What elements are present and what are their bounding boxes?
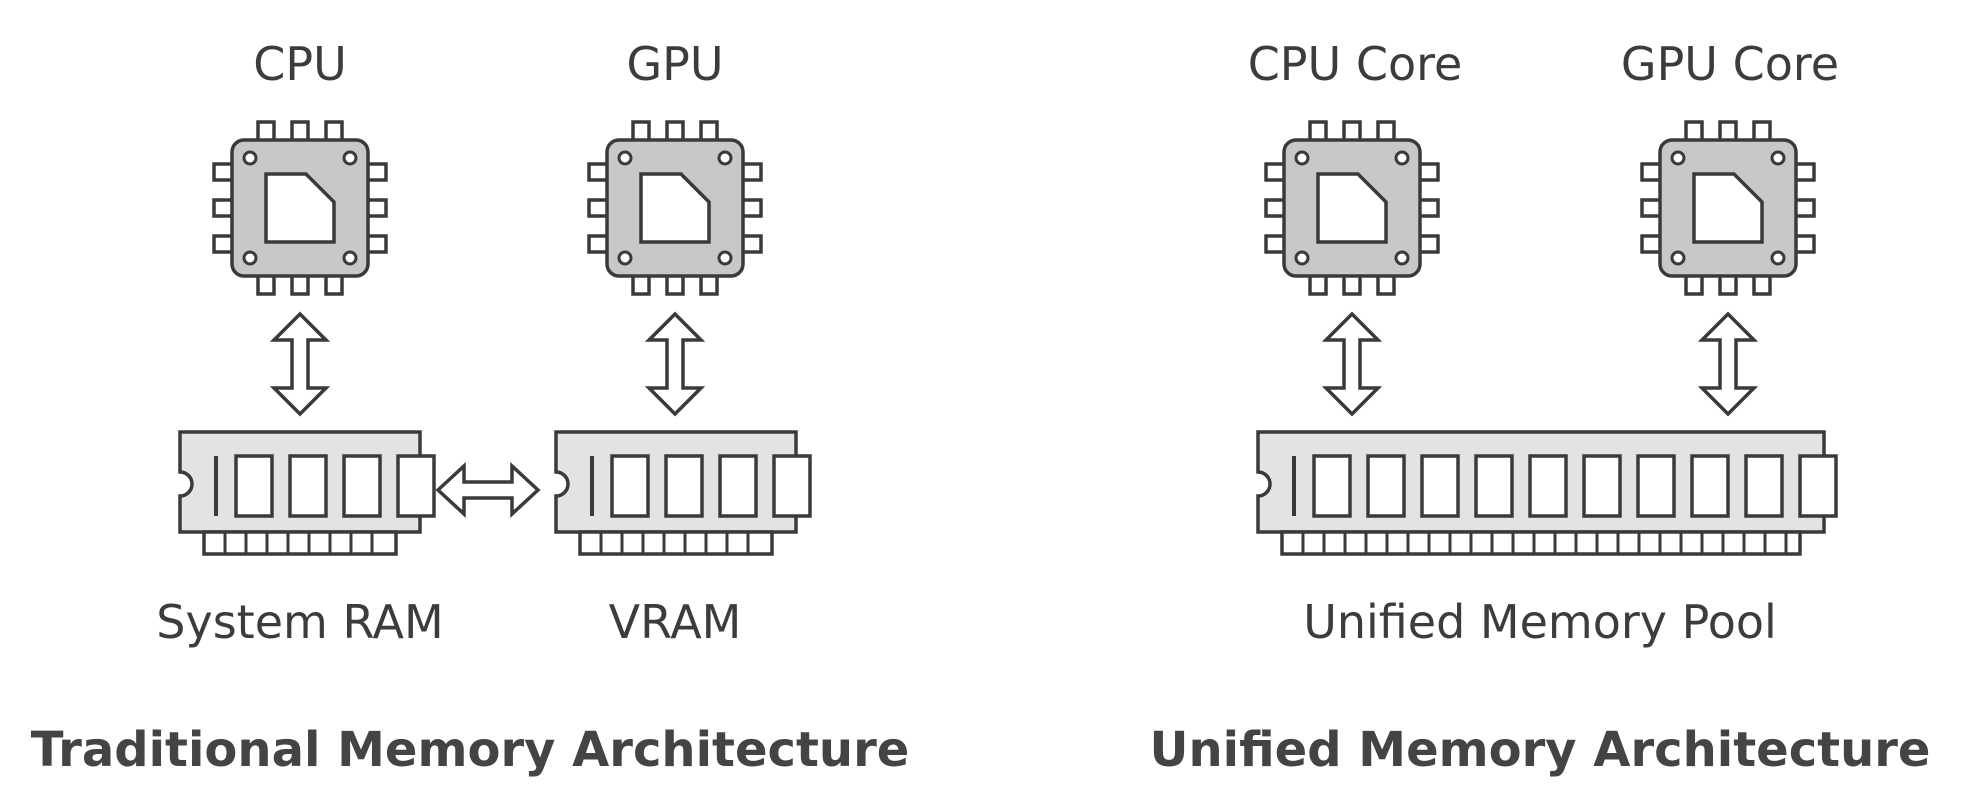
vram-module-icon [554,430,812,556]
vram-label: VRAM [608,595,742,649]
gpu-vram-double-arrow-icon [644,311,706,417]
system-ram-module-icon [178,430,436,556]
cpu-core-pool-double-arrow-icon [1321,311,1383,417]
ram-vram-double-arrow-icon [435,462,541,518]
cpu-ram-double-arrow-icon [269,311,331,417]
unified-memory-pool-label: Unified Memory Pool [1303,595,1777,649]
gpu-core-pool-double-arrow-icon [1697,311,1759,417]
gpu-chip-icon [587,120,763,296]
cpu-core-label: CPU Core [1247,37,1463,91]
unified-memory-pool-module-icon [1256,430,1838,556]
cpu-core-chip-icon [1264,120,1440,296]
system-ram-label: System RAM [156,595,444,649]
gpu-core-chip-icon [1640,120,1816,296]
gpu-label: GPU [626,37,724,91]
traditional-architecture-title: Traditional Memory Architecture [30,722,910,778]
cpu-label: CPU [253,37,347,91]
cpu-chip-icon [212,120,388,296]
gpu-core-label: GPU Core [1620,37,1840,91]
unified-architecture-title: Unified Memory Architecture [1149,722,1931,778]
